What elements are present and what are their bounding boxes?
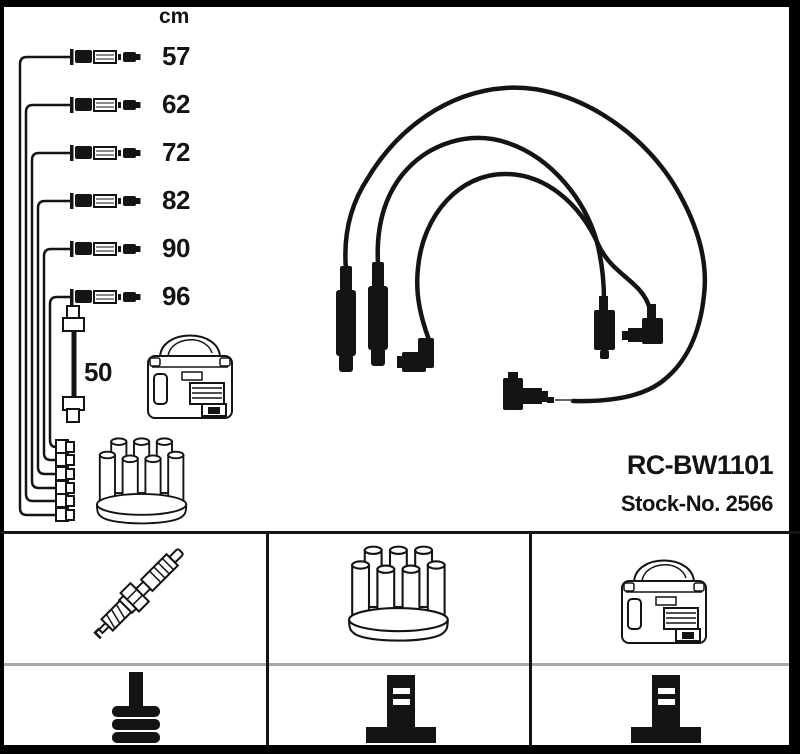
stud-terminal-icon: [366, 675, 436, 743]
cable-length-label: 90: [162, 233, 190, 263]
distributor-cap-icon: [347, 545, 449, 642]
spark-plug-boot-icon: [336, 262, 388, 372]
cable-end-icons: [69, 48, 142, 306]
distributor-cap-art: [95, 437, 188, 525]
coil-end-connector-icon: [503, 372, 573, 410]
stock-label: Stock-No.: [620, 491, 720, 516]
spark-plug-icon: [86, 540, 192, 646]
cable-set-illustration: [336, 85, 708, 410]
coil-wire-art: [62, 305, 85, 423]
angled-connector-icon: [622, 304, 663, 344]
angled-boot-icon: [397, 338, 434, 372]
cable-length-diagram: [18, 55, 71, 517]
coil-wire-length-label: 50: [84, 357, 112, 387]
cable-length-label: 62: [162, 89, 190, 119]
unit-label: cm: [159, 5, 190, 28]
straight-connector-icon: [594, 296, 615, 359]
distributor-end-connectors: [55, 439, 75, 522]
cable-length-label: 57: [162, 41, 190, 71]
stud-terminal-icon: [631, 675, 701, 743]
parts-table-grid: [0, 531, 800, 745]
part-number: RC-BW1101: [626, 450, 774, 480]
cable-length-label: 96: [162, 281, 190, 311]
ignition-coil-art: [147, 334, 233, 419]
stock-number: 2566: [725, 491, 774, 516]
din-terminal-icon: [112, 672, 160, 743]
ignition-coil-icon: [621, 559, 707, 644]
stock-number-line: Stock-No. 2566: [620, 491, 774, 516]
cable-length-label: 72: [162, 137, 190, 167]
cable-length-label: 82: [162, 185, 190, 215]
